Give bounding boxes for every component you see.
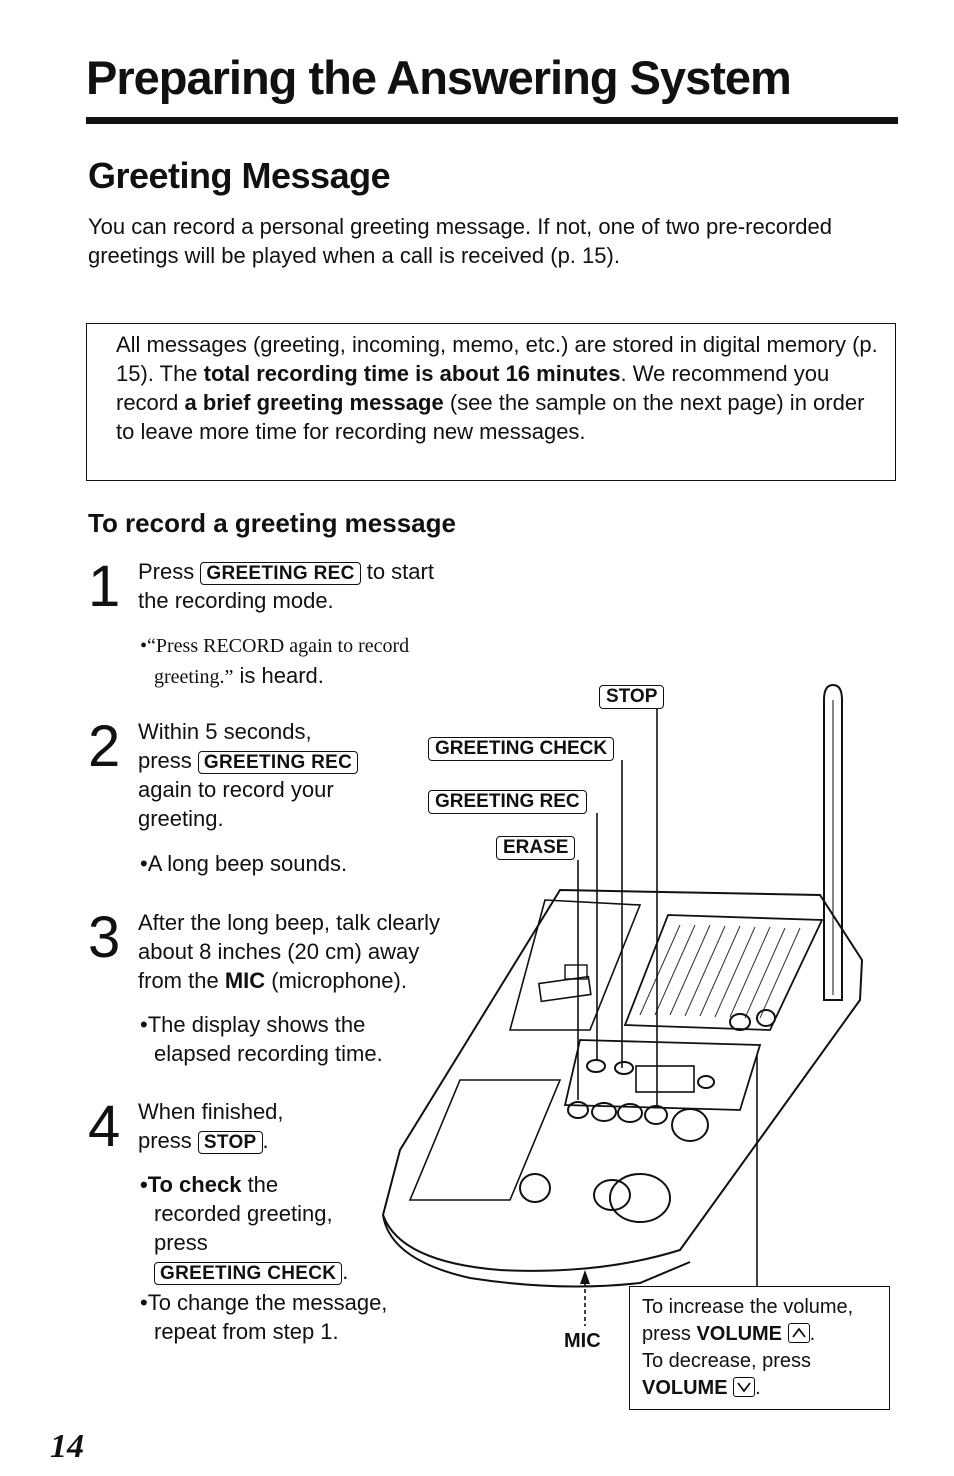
diagram-greeting-rec-key: GREETING REC bbox=[428, 790, 587, 814]
step-2-bullet: •A long beep sounds. bbox=[140, 851, 348, 876]
step-1-bullet-line1: •“Press RECORD again to record bbox=[140, 635, 410, 657]
stop-key: STOP bbox=[197, 1131, 263, 1154]
step-2-pre: press bbox=[138, 748, 198, 773]
step-2-line1: Within 5 seconds, bbox=[138, 719, 312, 744]
diagram-erase-key: ERASE bbox=[496, 836, 576, 860]
intro-paragraph: You can record a personal greeting messa… bbox=[88, 214, 832, 268]
volume-callout-box bbox=[629, 1286, 890, 1410]
step-1-bullet: •“Press RECORD again to record greeting.… bbox=[140, 632, 540, 692]
step-1-pre: Press bbox=[138, 559, 201, 584]
note-text-3: (see the sample on the next page) in ord… bbox=[116, 390, 865, 444]
page-number: 14 bbox=[50, 1428, 84, 1465]
greeting-rec-key: GREETING REC bbox=[197, 751, 359, 774]
step-4-change: •To change the message, repeat from step… bbox=[140, 1288, 460, 1346]
step-4-check-bold: •To check bbox=[140, 1172, 242, 1197]
step-4-text: When finished, press STOP. bbox=[138, 1097, 438, 1155]
step-3-bullet: •The display shows the elapsed recording… bbox=[140, 1010, 440, 1068]
volume-up-icon bbox=[787, 1323, 810, 1343]
mic-label: MIC bbox=[564, 1330, 601, 1352]
step-1-post: to start bbox=[360, 559, 434, 584]
diagram-stop-key: STOP bbox=[599, 685, 665, 709]
volume-down-icon bbox=[733, 1377, 756, 1397]
step-3-line3-post: (microphone). bbox=[265, 968, 407, 993]
volume-callout-text: To increase the volume, press VOLUME . T… bbox=[642, 1296, 854, 1399]
step-3-text: After the long beep, talk clearly about … bbox=[138, 908, 518, 995]
step-4-check: •To check the recorded greeting, press G… bbox=[140, 1170, 440, 1286]
step-1-line2: the recording mode. bbox=[138, 588, 334, 613]
volume-up-label: VOLUME bbox=[696, 1323, 783, 1345]
step-number-4: 4 bbox=[88, 1094, 121, 1159]
note-bold-1: total recording time is about 16 minutes bbox=[203, 361, 621, 386]
note-bold-2: a brief greeting message bbox=[184, 390, 444, 415]
note-text-2: . We recommend you record bbox=[116, 361, 830, 415]
title-rule bbox=[86, 117, 898, 124]
step-3-bullet-line1: •The display shows the bbox=[140, 1012, 366, 1037]
greeting-rec-key: GREETING REC bbox=[200, 562, 361, 585]
step-1-bullet-tail: is heard. bbox=[233, 663, 324, 688]
volume-down-label: VOLUME bbox=[642, 1377, 728, 1399]
step-3-mic-bold: MIC bbox=[224, 968, 266, 993]
step-number-1: 1 bbox=[88, 554, 121, 619]
section-title: Greeting Message bbox=[88, 155, 391, 196]
step-4-check-line3: press bbox=[154, 1230, 208, 1255]
note-box bbox=[86, 323, 896, 481]
step-2-line4: greeting. bbox=[138, 806, 224, 831]
step-3-line3-pre: from the bbox=[138, 968, 225, 993]
volume-line1: To increase the volume, bbox=[642, 1296, 854, 1318]
step-number-3: 3 bbox=[88, 905, 121, 970]
step-4-check-line2: recorded greeting, bbox=[154, 1201, 333, 1226]
step-4-change-line2: repeat from step 1. bbox=[154, 1319, 339, 1344]
step-3-bullet-line2: elapsed recording time. bbox=[154, 1041, 383, 1066]
step-number-2: 2 bbox=[88, 714, 121, 779]
step-1-bullet-line2: greeting.” bbox=[154, 666, 234, 688]
step-2-line3: again to record your bbox=[138, 777, 334, 802]
step-4-check-post: . bbox=[342, 1259, 349, 1284]
procedure-heading: To record a greeting message bbox=[88, 508, 456, 538]
step-4-check-rest: the bbox=[241, 1172, 279, 1197]
diagram-greeting-check-key: GREETING CHECK bbox=[428, 737, 615, 761]
step-4-post: . bbox=[262, 1128, 269, 1153]
note-text: All messages (greeting, incoming, memo, … bbox=[116, 330, 886, 446]
volume-line3: To decrease, press bbox=[642, 1350, 811, 1372]
mic-arrow-icon bbox=[580, 1270, 590, 1284]
step-4-line1: When finished, bbox=[138, 1099, 284, 1124]
step-3-line2: about 8 inches (20 cm) away bbox=[138, 939, 420, 964]
step-4-pre: press bbox=[138, 1128, 198, 1153]
page-title: Preparing the Answering System bbox=[86, 51, 792, 104]
step-1-text: Press GREETING REC to start the recordin… bbox=[138, 557, 538, 615]
volume-line2-pre: press bbox=[642, 1323, 697, 1345]
greeting-check-key: GREETING CHECK bbox=[154, 1262, 343, 1285]
note-text-1: All messages (greeting, incoming, memo, … bbox=[116, 332, 878, 386]
step-3-line1: After the long beep, talk clearly bbox=[138, 910, 441, 935]
step-2-text: Within 5 seconds, press GREETING REC aga… bbox=[138, 717, 438, 833]
step-4-change-line1: •To change the message, bbox=[140, 1290, 388, 1315]
